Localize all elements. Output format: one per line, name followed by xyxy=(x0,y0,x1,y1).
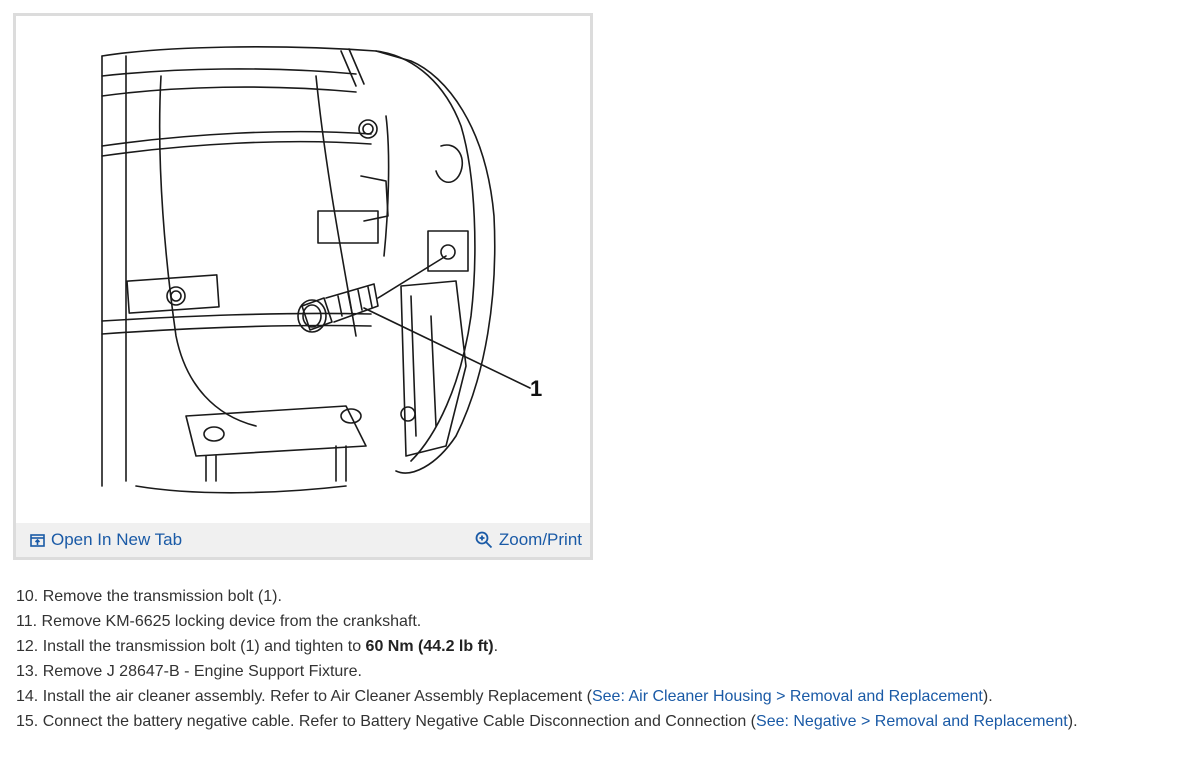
transmission-bolt-illustration xyxy=(101,46,531,494)
step-text-end: ). xyxy=(1067,713,1078,730)
zoom-print-label: Zoom/Print xyxy=(498,530,582,549)
step-12: 12. Install the transmission bolt (1) an… xyxy=(16,634,1078,659)
step-text-end: . xyxy=(493,638,499,655)
open-in-new-tab-label: Open In New Tab xyxy=(51,530,183,549)
negative-cable-link[interactable]: See: Negative > Removal and Replacement xyxy=(756,713,1068,730)
torque-spec: 60 Nm (44.2 lb ft) xyxy=(365,638,494,655)
step-number: 11. xyxy=(16,613,38,630)
step-13: 13. Remove J 28647-B - Engine Support Fi… xyxy=(16,659,1078,684)
step-text: Install the transmission bolt (1) and ti… xyxy=(42,638,366,655)
zoom-print-link[interactable]: Zoom/Print xyxy=(475,530,582,550)
callout-label-1: 1 xyxy=(530,376,543,401)
step-text: Connect the battery negative cable. Refe… xyxy=(42,713,757,730)
figure-toolbar: Open In New Tab Zoom/Print xyxy=(16,523,590,557)
step-11: 11. Remove KM-6625 locking device from t… xyxy=(16,609,1078,634)
figure-container: 1 Open In New Tab Zoom/Print xyxy=(13,13,593,560)
step-15: 15. Connect the battery negative cable. … xyxy=(16,709,1078,734)
step-text: Remove KM-6625 locking device from the c… xyxy=(41,613,422,630)
step-10: 10. Remove the transmission bolt (1). xyxy=(16,584,1078,609)
open-in-new-tab-link[interactable]: Open In New Tab xyxy=(30,530,182,550)
step-number: 13. xyxy=(16,663,39,680)
open-new-tab-icon xyxy=(30,533,45,547)
zoom-in-icon xyxy=(475,531,492,549)
step-text: Remove J 28647-B - Engine Support Fixtur… xyxy=(42,663,362,680)
step-number: 10. xyxy=(16,588,39,605)
air-cleaner-housing-link[interactable]: See: Air Cleaner Housing > Removal and R… xyxy=(591,688,983,705)
step-number: 12. xyxy=(16,638,39,655)
step-number: 15. xyxy=(16,713,39,730)
step-14: 14. Install the air cleaner assembly. Re… xyxy=(16,684,1078,709)
step-text: Install the air cleaner assembly. Refer … xyxy=(42,688,592,705)
step-text-end: ). xyxy=(982,688,993,705)
step-number: 14. xyxy=(16,688,39,705)
procedure-steps: 10. Remove the transmission bolt (1). 11… xyxy=(16,584,1078,734)
step-text: Remove the transmission bolt (1). xyxy=(42,588,282,605)
